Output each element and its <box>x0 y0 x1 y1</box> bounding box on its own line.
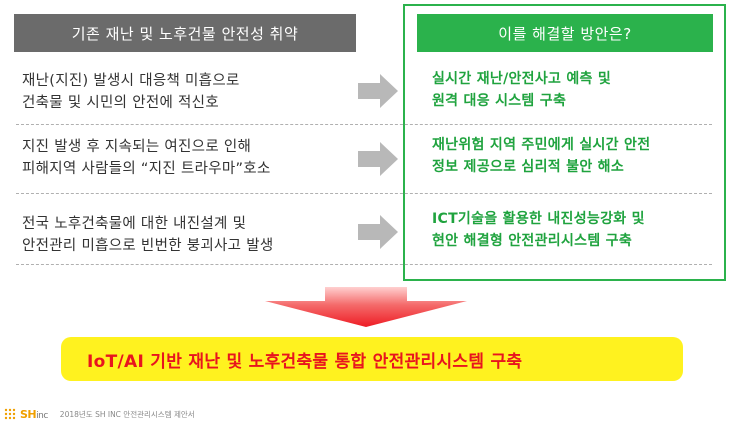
solution-2-line-2: 정보 제공으로 심리적 불안 해소 <box>432 159 625 175</box>
solutions-header: 이를 해결할 방안은? <box>417 14 713 52</box>
right-arrow-icon <box>358 215 398 249</box>
company-logo: SHinc <box>20 408 48 421</box>
footer-note: 2018년도 SH INC 안전관리시스템 제안서 <box>59 409 195 419</box>
right-arrow-icon <box>358 74 398 108</box>
right-arrow-icon <box>358 142 398 176</box>
problem-3-line-2: 안전관리 미흡으로 빈번한 붕괴사고 발생 <box>22 238 274 254</box>
problem-2-line-1: 지진 발생 후 지속되는 여진으로 인해 <box>22 139 252 155</box>
problem-1-line-2: 건축물 및 시민의 안전에 적신호 <box>22 95 219 111</box>
logo-dots-icon <box>4 408 16 420</box>
problem-3-line-1: 전국 노후건축물에 대한 내진설계 및 <box>22 216 247 232</box>
row-divider <box>16 264 712 265</box>
solution-2: 재난위험 지역 주민에게 실시간 안전 정보 제공으로 심리적 불안 해소 <box>432 134 717 178</box>
logo-suffix: inc <box>36 410 48 421</box>
solution-3-line-2: 현안 해결형 안전관리시스템 구축 <box>432 233 633 249</box>
problem-2: 지진 발생 후 지속되는 여진으로 인해 피해지역 사람들의 “지진 트라우마”… <box>22 136 352 180</box>
result-text: IoT/AI 기반 재난 및 노후건축물 통합 안전관리시스템 구축 <box>87 351 523 372</box>
footer: SHinc 2018년도 SH INC 안전관리시스템 제안서 <box>4 404 195 424</box>
result-banner: IoT/AI 기반 재난 및 노후건축물 통합 안전관리시스템 구축 <box>61 337 683 381</box>
row-divider <box>16 124 712 125</box>
problems-header: 기존 재난 및 노후건물 안전성 취약 <box>14 14 356 52</box>
solution-3: ICT기술을 활용한 내진성능강화 및 현안 해결형 안전관리시스템 구축 <box>432 208 717 252</box>
solution-2-line-1: 재난위험 지역 주민에게 실시간 안전 <box>432 137 651 153</box>
problem-1-line-1: 재난(지진) 발생시 대응책 미흡으로 <box>22 73 240 89</box>
solution-1-line-1: 실시간 재난/안전사고 예측 및 <box>432 71 612 87</box>
solution-1-line-2: 원격 대응 시스템 구축 <box>432 93 567 109</box>
row-divider <box>16 193 712 194</box>
solutions-panel <box>403 4 726 281</box>
down-arrow-icon <box>265 287 467 327</box>
problem-1: 재난(지진) 발생시 대응책 미흡으로 건축물 및 시민의 안전에 적신호 <box>22 70 352 114</box>
problem-3: 전국 노후건축물에 대한 내진설계 및 안전관리 미흡으로 빈번한 붕괴사고 발… <box>22 213 352 257</box>
logo-main: SH <box>20 407 37 421</box>
problem-2-line-2: 피해지역 사람들의 “지진 트라우마”호소 <box>22 161 271 177</box>
solution-3-line-1: ICT기술을 활용한 내진성능강화 및 <box>432 211 645 227</box>
solution-1: 실시간 재난/안전사고 예측 및 원격 대응 시스템 구축 <box>432 68 717 112</box>
